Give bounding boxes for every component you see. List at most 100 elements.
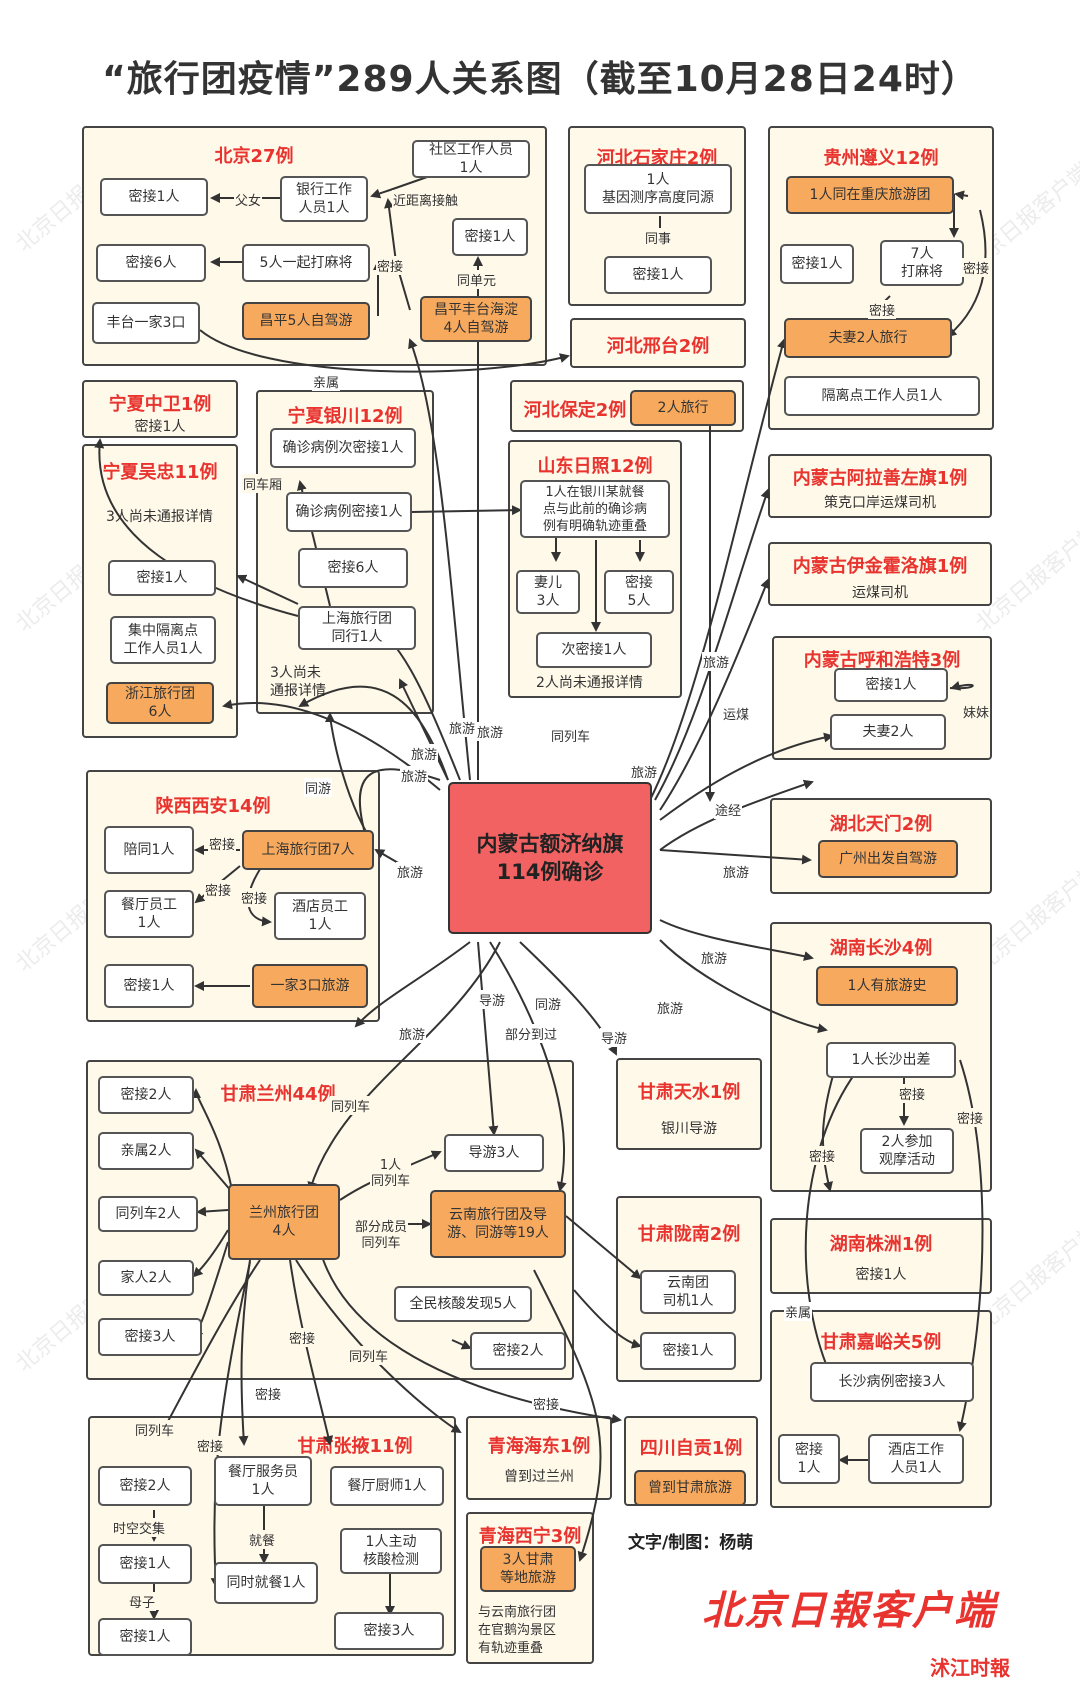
- edge-label: 亲属: [312, 372, 341, 391]
- box-rz-close5: 密接 5人: [604, 570, 674, 614]
- box-hh-close: 密接1人: [834, 668, 948, 702]
- box-wz-staff: 集中隔离点 工作人员1人: [110, 616, 216, 664]
- group-title: 贵州遵义12例: [823, 148, 939, 169]
- edge-label: 旅游: [448, 718, 477, 737]
- group-title: 宁夏中卫1例: [108, 394, 212, 415]
- center-node: 内蒙古额济纳旗 114例确诊: [448, 782, 652, 934]
- edge-label: 密接: [376, 256, 405, 275]
- box-lz-group: 兰州旅行团 4人: [228, 1184, 340, 1260]
- group-shijiazhuang: 河北石家庄2例: [568, 126, 746, 306]
- box-ln-close: 密接1人: [640, 1332, 736, 1370]
- group-title: 四川自贡1例: [639, 1438, 743, 1459]
- edge-label: 同列车: [348, 1346, 390, 1365]
- group-title: 河北邢台2例: [606, 336, 710, 357]
- box-ln-driver: 云南团 司机1人: [640, 1270, 736, 1314]
- box-zy-couple: 夫妻2人旅行: [784, 318, 952, 358]
- box-zy-chongqing: 1人同在重庆旅游团: [786, 176, 954, 214]
- edge-label: 旅游: [630, 762, 659, 781]
- edge-label: 密接: [898, 1084, 927, 1103]
- box-hh-couple: 夫妻2人: [830, 714, 946, 750]
- edge-label: 就餐: [248, 1530, 277, 1549]
- edge-label: 密接: [204, 880, 233, 899]
- box-sjz-1: 1人 基因测序高度同源: [584, 164, 732, 214]
- group-title: 河北石家庄2例: [596, 148, 718, 169]
- edge-label: 旅游: [476, 722, 505, 741]
- box-zy2-close2: 密接2人: [98, 1466, 192, 1506]
- box-zy2-dine: 同时就餐1人: [214, 1562, 318, 1604]
- logo-small: 沭江时報: [930, 1656, 1010, 1680]
- edge-label: 密接: [288, 1328, 317, 1347]
- box-wz-close1: 密接1人: [108, 560, 216, 596]
- group-subtitle: 运煤司机: [852, 585, 908, 601]
- edge-label: 密接: [196, 1436, 225, 1455]
- edge-label: 妹妹: [962, 702, 991, 721]
- box-zy2-close1: 密接1人: [98, 1544, 192, 1584]
- box-cs-trip: 1人长沙出差: [826, 1042, 956, 1078]
- edge-label: 同列车: [330, 1096, 372, 1115]
- text-rz-unreported: 2人尚未通报详情: [536, 675, 643, 691]
- box-rz-main: 1人在银川某就餐 点与此前的确诊病 例有明确轨迹重叠: [520, 480, 670, 538]
- box-lz-close2: 密接2人: [98, 1076, 194, 1114]
- group-title: 青海海东1例: [487, 1436, 591, 1457]
- credit: 文字/制图：杨萌: [628, 1533, 754, 1553]
- edge-label: 密接: [808, 1146, 837, 1165]
- box-yc-shanghai: 上海旅行团 同行1人: [298, 606, 416, 650]
- box-jy-hotel: 酒店工作 人员1人: [868, 1434, 964, 1484]
- edge-label: 密接: [254, 1384, 283, 1403]
- group-title: 甘肃天水1例: [637, 1082, 741, 1103]
- box-zy-close1: 密接1人: [780, 244, 854, 284]
- group-title: 宁夏银川12例: [287, 406, 403, 427]
- group-title: 湖南长沙4例: [829, 938, 933, 959]
- group-title: 陕西西安14例: [155, 796, 271, 817]
- text-wz-unreported: 3人尚未通报详情: [106, 509, 213, 525]
- box-xa-hotel: 酒店员工 1人: [274, 892, 366, 940]
- edge-label: 旅游: [656, 998, 685, 1017]
- box-jy-close3: 长沙病例密接3人: [810, 1362, 974, 1402]
- group-title: 湖南株洲1例: [829, 1234, 933, 1255]
- edge-label: 旅游: [722, 862, 751, 881]
- group-subtitle: 银川导游: [661, 1121, 717, 1137]
- group-title: 甘肃陇南2例: [637, 1224, 741, 1245]
- edge-label: 父女: [234, 190, 263, 209]
- edge-label: 同游: [534, 994, 563, 1013]
- group-xingtai: 河北邢台2例: [570, 318, 746, 368]
- box-bd-travel: 2人旅行: [630, 390, 736, 426]
- group-title: 山东日照12例: [537, 456, 653, 477]
- edge-label: 旅游: [396, 862, 425, 881]
- group-title: 内蒙古伊金霍洛旗1例: [792, 556, 968, 577]
- edge-label: 同事: [644, 228, 673, 247]
- edge-label: 密接: [868, 300, 897, 319]
- box-lz-family2: 家人2人: [98, 1260, 194, 1296]
- edge-label: 时空交集: [112, 1518, 167, 1537]
- group-title: 内蒙古阿拉善左旗1例: [792, 468, 968, 489]
- box-lz-rel2: 亲属2人: [98, 1132, 194, 1170]
- edge-label: 旅游: [410, 744, 439, 763]
- box-xn-3: 3人甘肃 等地旅游: [480, 1546, 576, 1592]
- logo: 北京日報客户端: [702, 1587, 996, 1634]
- edge-label: 旅游: [400, 766, 429, 785]
- edge-label: 密接: [240, 888, 269, 907]
- box-rz-sec: 次密接1人: [536, 632, 652, 668]
- box-sjz-close: 密接1人: [604, 256, 712, 294]
- box-jy-close1: 密接 1人: [778, 1434, 840, 1484]
- group-title: 湖北天门2例: [829, 814, 933, 835]
- group-title: 青海西宁3例: [478, 1526, 582, 1547]
- box-bj-close1: 密接1人: [100, 178, 208, 216]
- text-xn-overlap: 与云南旅行团 在官鹅沟景区 有轨迹重叠: [478, 1605, 557, 1656]
- box-zy-isolation: 隔离点工作人员1人: [784, 376, 980, 416]
- page-title: “旅行团疫情”289人关系图（截至10月28日24时）: [102, 59, 978, 100]
- box-zg-travel: 曾到甘肃旅游: [634, 1470, 746, 1506]
- box-xa-family: 一家3口旅游: [252, 964, 368, 1008]
- box-lz-close3: 密接3人: [98, 1318, 202, 1356]
- group-subtitle: 密接1人: [855, 1267, 907, 1283]
- edge-label: 密接: [208, 834, 237, 853]
- box-yc-sec: 确诊病例次密接1人: [270, 428, 416, 468]
- edge-label: 密接: [532, 1394, 561, 1413]
- edge-label: 导游: [600, 1028, 629, 1047]
- box-zy2-close3: 密接3人: [334, 1612, 444, 1650]
- box-bj-close6: 密接6人: [96, 244, 206, 282]
- group-tianshui: 甘肃天水1例 银川导游: [616, 1058, 762, 1150]
- box-xa-close: 密接1人: [104, 964, 194, 1008]
- edge-label: 母子: [128, 1592, 157, 1611]
- box-lz-close2b: 密接2人: [470, 1332, 566, 1370]
